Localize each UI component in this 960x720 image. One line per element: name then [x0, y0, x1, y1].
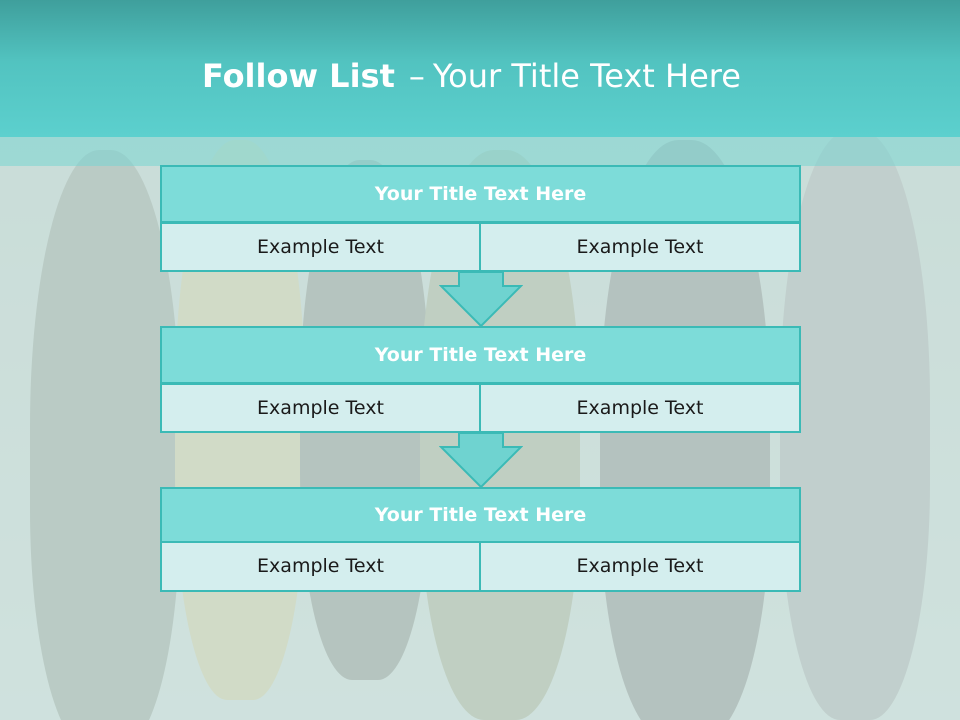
- step-cell-right: Example Text: [479, 541, 801, 592]
- step-cell-right: Example Text: [479, 383, 801, 433]
- header-strip: [0, 137, 960, 166]
- step-cell-left: Example Text: [160, 222, 481, 272]
- step-title: Your Title Text Here: [160, 487, 801, 543]
- title-dash: –: [408, 57, 425, 95]
- title-rest-part: Your Title Text Here: [432, 57, 741, 95]
- step-title: Your Title Text Here: [160, 326, 801, 384]
- down-arrow-icon: [439, 433, 523, 489]
- step-box-3: Your Title Text Here Example Text Exampl…: [160, 487, 801, 592]
- header-band: [0, 0, 960, 137]
- step-box-1: Your Title Text Here Example Text Exampl…: [160, 165, 801, 272]
- step-cell-right: Example Text: [479, 222, 801, 272]
- step-box-2: Your Title Text Here Example Text Exampl…: [160, 326, 801, 433]
- step-title: Your Title Text Here: [160, 165, 801, 223]
- down-arrow-icon: [439, 272, 523, 328]
- title-bold-part: Follow List: [202, 57, 395, 95]
- step-cell-left: Example Text: [160, 541, 481, 592]
- slide-title: Follow List–Your Title Text Here: [202, 54, 741, 98]
- step-cell-left: Example Text: [160, 383, 481, 433]
